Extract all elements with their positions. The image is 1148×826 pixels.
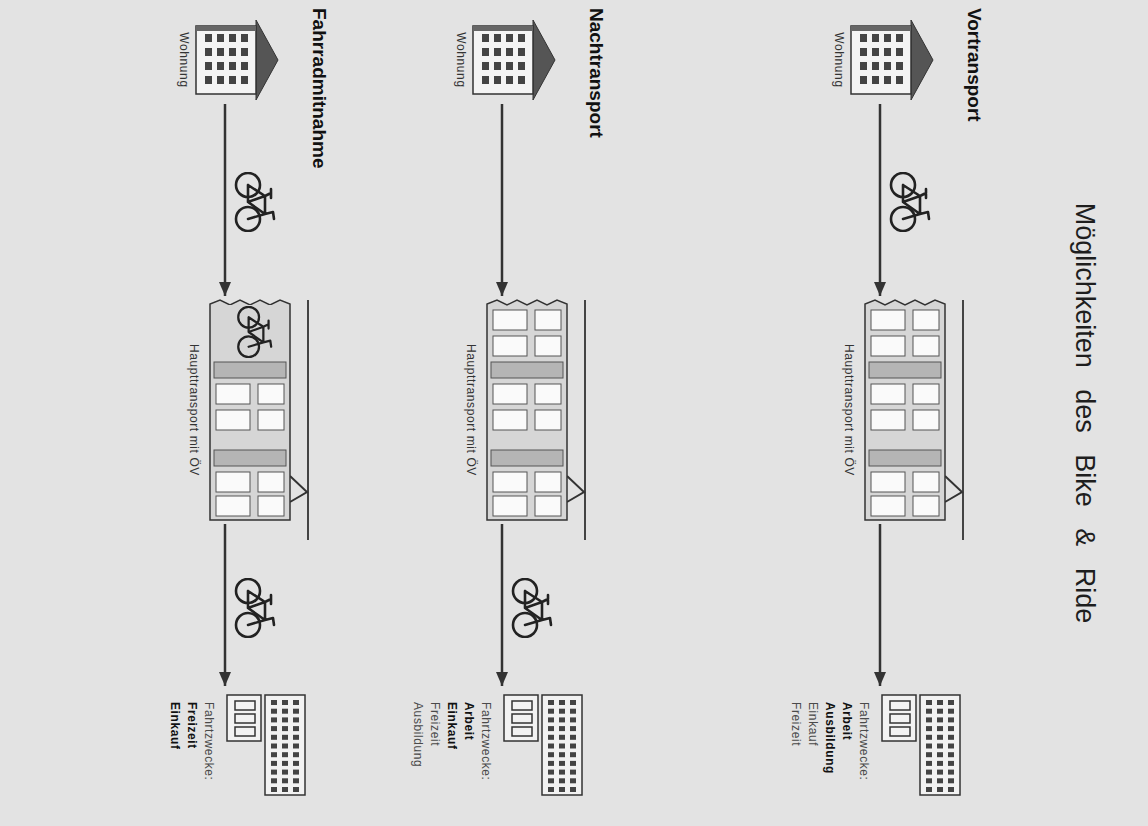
purpose-text: Ausbildung xyxy=(821,702,838,774)
train-node: Haupttransport mit ÖV xyxy=(187,300,310,520)
house-symbol xyxy=(195,20,280,100)
purpose-text: Fahrtzwecke: xyxy=(477,702,494,781)
building-node: Fahrtzwecke:FreizeitEinkauf xyxy=(166,690,305,800)
train-symbol xyxy=(860,300,965,520)
building-symbol xyxy=(502,690,582,800)
purpose-text: Einkauf xyxy=(166,702,183,750)
purpose-text: Fahrtzwecke: xyxy=(200,702,217,781)
flow-arrow xyxy=(224,104,227,296)
node-label: Wohnung xyxy=(177,32,191,87)
bike-icon xyxy=(236,579,274,637)
train-symbol xyxy=(482,300,587,520)
section-heading: Nachtransport xyxy=(585,8,607,138)
section-heading: Fahrradmitnahme xyxy=(308,8,330,168)
flow-arrow xyxy=(501,524,504,686)
flow-arrow xyxy=(224,524,227,686)
house-symbol xyxy=(850,20,935,100)
node-label: Wohnung xyxy=(832,32,846,87)
house-node: Wohnung xyxy=(832,20,935,100)
house-node: Wohnung xyxy=(177,20,280,100)
purpose-text: Freizeit xyxy=(183,702,200,749)
house-symbol xyxy=(472,20,557,100)
purpose-text: Einkauf xyxy=(804,702,821,746)
train-node: Haupttransport mit ÖV xyxy=(842,300,965,520)
purpose-text: Freizeit xyxy=(426,702,443,746)
train-node: Haupttransport mit ÖV xyxy=(464,300,587,520)
bike-icon xyxy=(513,579,551,637)
building-symbol xyxy=(225,690,305,800)
node-label: Haupttransport mit ÖV xyxy=(842,344,856,476)
node-label: Haupttransport mit ÖV xyxy=(187,344,201,476)
node-label: Wohnung xyxy=(454,32,468,87)
purpose-text: Ausbildung xyxy=(409,702,426,767)
building-node: Fahrtzwecke:ArbeitAusbildungEinkaufFreiz… xyxy=(787,690,960,800)
diagram-title: Möglichkeiten des Bike & Ride xyxy=(1069,0,1100,826)
bike-icon xyxy=(236,173,274,231)
purpose-text: Fahrtzwecke: xyxy=(855,702,872,781)
purpose-text: Arbeit xyxy=(838,702,855,740)
purpose-text: Arbeit xyxy=(460,702,477,740)
flow-arrow xyxy=(879,524,882,686)
purpose-text: Freizeit xyxy=(787,702,804,746)
flow-arrow xyxy=(879,104,882,296)
bike-icon xyxy=(891,173,929,231)
node-label: Haupttransport mit ÖV xyxy=(464,344,478,476)
purpose-text: Einkauf xyxy=(443,702,460,750)
building-node: Fahrtzwecke:ArbeitEinkaufFreizeitAusbild… xyxy=(409,690,582,800)
building-symbol xyxy=(880,690,960,800)
flow-arrow xyxy=(501,104,504,296)
house-node: Wohnung xyxy=(454,20,557,100)
train-symbol xyxy=(205,300,310,520)
section-heading: Vortransport xyxy=(963,8,985,122)
